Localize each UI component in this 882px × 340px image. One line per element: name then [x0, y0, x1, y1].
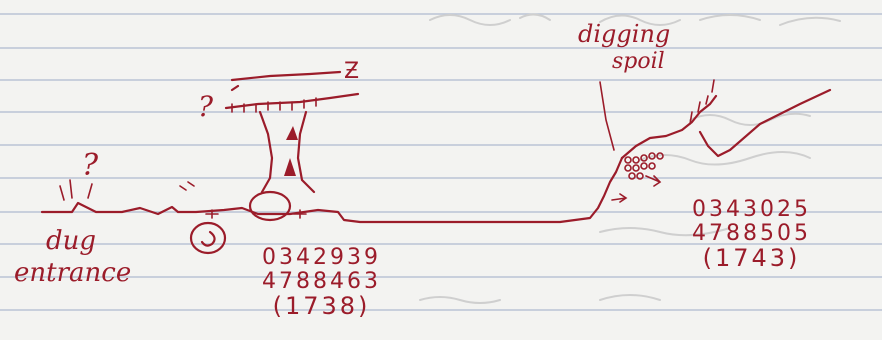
shaft-arrow-upper [286, 126, 298, 140]
passage-line [40, 156, 624, 224]
shaft-roof [224, 92, 360, 110]
easting: 0342939 [262, 245, 381, 270]
show-through-writing [419, 13, 841, 304]
symbol-top-right: Ƶ [344, 59, 360, 84]
question-mark-left: ? [82, 148, 99, 183]
ruled-lines [0, 13, 882, 311]
shaft-outline [258, 110, 316, 194]
grid-ref-right: 0343025 4788505 (1743) [692, 197, 811, 272]
shaft-arrow-lower [284, 158, 296, 176]
northing: 4788463 [262, 269, 381, 294]
question-mark-top: ? [198, 90, 214, 123]
boulder-mid [248, 190, 292, 222]
altitude: (1743) [702, 244, 801, 272]
grid-ref-left: 0342939 4788463 (1738) [262, 245, 381, 320]
spoil-label: spoil [612, 49, 665, 74]
entrance-label: entrance [14, 258, 132, 288]
altitude: (1738) [272, 292, 371, 320]
spoil-heap [624, 152, 664, 180]
entrance-ticks [59, 179, 93, 201]
digging-label: digging [578, 20, 671, 48]
northing: 4788505 [692, 221, 811, 246]
rising-passage [620, 94, 718, 160]
spoil-pointer [599, 81, 615, 151]
easting: 0343025 [692, 197, 811, 222]
dug-label: dug [46, 226, 97, 256]
boulder-left [189, 221, 227, 255]
